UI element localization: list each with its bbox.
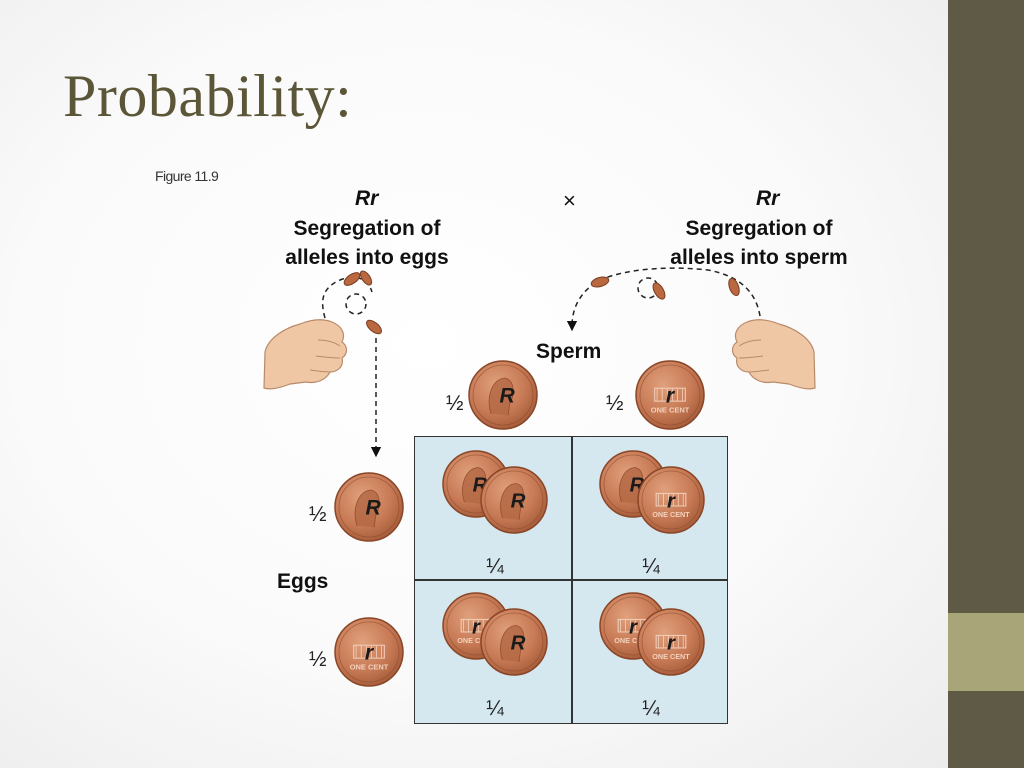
coin-allele-label: r — [667, 489, 676, 512]
egg-R-probability: ½ — [309, 503, 327, 526]
coin-allele-label: r — [472, 615, 481, 638]
left-hand-illustration — [263, 319, 348, 390]
left-parent-caption: Segregation of alleles into eggs — [260, 214, 474, 272]
coin-tails-text: ONE CENT — [350, 663, 389, 672]
right-caption-line2: alleles into sperm — [670, 246, 848, 269]
coin-allele-label: r — [667, 631, 676, 654]
coin-allele-label: R — [511, 489, 526, 512]
cell-coin-front-2: R — [480, 608, 548, 676]
sperm-R-probability: ½ — [446, 392, 464, 415]
coin-allele-label: r — [666, 384, 676, 407]
sperm-label: Sperm — [536, 340, 602, 363]
figure-label: Figure 11.9 — [155, 168, 219, 184]
coin-tails-text: ONE CENT — [614, 636, 652, 645]
sperm-coin-R: R — [468, 360, 538, 430]
coin-tails-text: ONE CENT — [652, 510, 690, 519]
sperm-segregation-arrow — [566, 267, 761, 332]
egg-coin-R: R — [334, 472, 404, 542]
coin-tails-text: ONE CENT — [652, 652, 690, 661]
cell-Rr-probability: ¼ — [642, 555, 660, 578]
cell-rR-probability: ¼ — [486, 697, 504, 720]
right-parent-genotype: Rr — [756, 187, 780, 210]
cross-symbol: × — [563, 188, 576, 213]
cell-rr-probability: ¼ — [642, 697, 660, 720]
cell-coin-front-0: R — [480, 466, 548, 534]
coin-allele-label: R — [499, 384, 515, 407]
left-caption-line2: alleles into eggs — [285, 246, 449, 269]
coin-tails-text: ONE CENT — [457, 636, 495, 645]
left-caption-line1: Segregation of — [293, 217, 441, 240]
right-parent-caption: Segregation of alleles into sperm — [648, 214, 870, 272]
egg-r-probability: ½ — [309, 648, 327, 671]
sidebar-accent-block — [948, 613, 1024, 691]
eggs-label: Eggs — [277, 570, 329, 593]
sperm-r-probability: ½ — [606, 392, 624, 415]
punnett-square — [414, 436, 728, 724]
flying-coins — [343, 270, 740, 335]
grid-divider-horizontal — [415, 579, 727, 581]
coin-tails-text: ONE CENT — [651, 406, 690, 415]
coin-allele-label: r — [365, 641, 375, 664]
coin-allele-label: R — [365, 496, 381, 519]
left-parent-genotype: Rr — [355, 187, 379, 210]
cell-RR-probability: ¼ — [486, 555, 504, 578]
right-caption-line1: Segregation of — [685, 217, 833, 240]
coin-allele-label: R — [511, 631, 526, 654]
slide-title: Probability: — [63, 63, 353, 129]
right-hand-illustration — [731, 319, 816, 390]
coin-allele-label: r — [629, 615, 638, 638]
